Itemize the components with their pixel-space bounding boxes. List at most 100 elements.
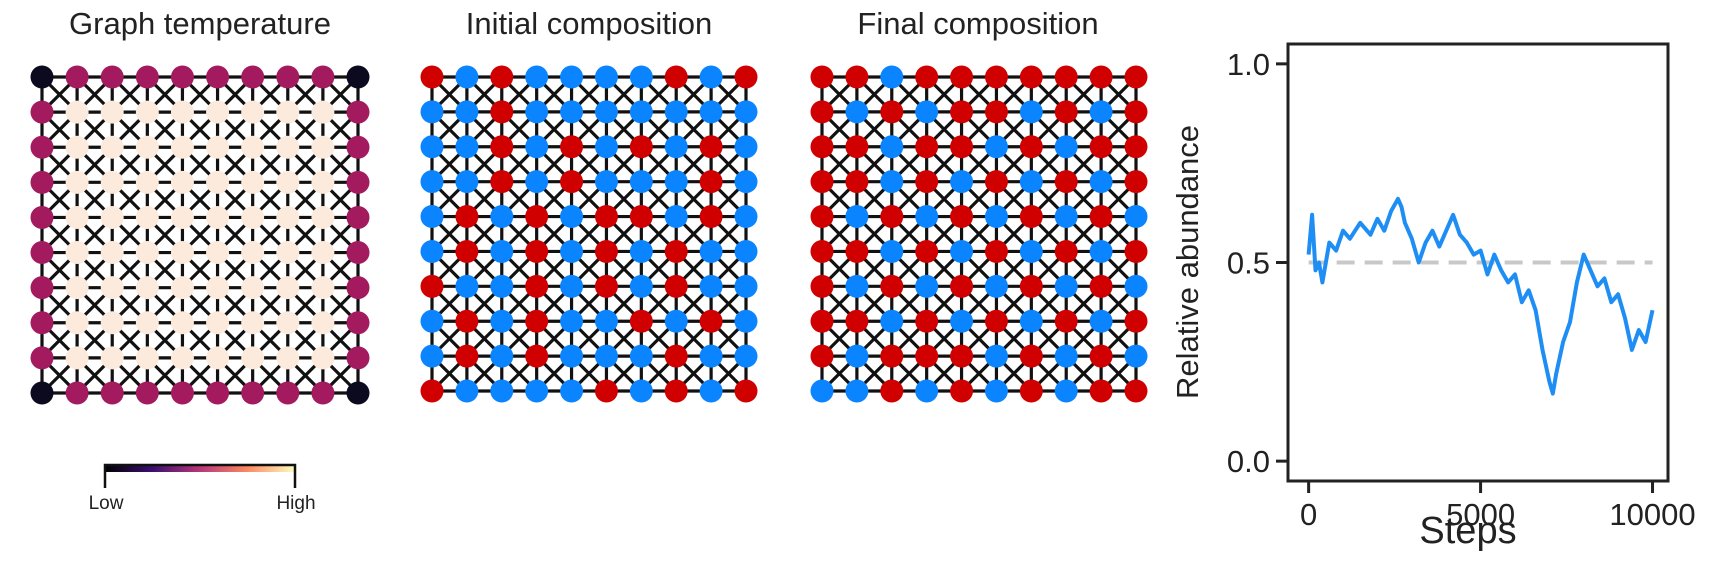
graph-node [915,239,939,263]
graph-node [560,135,584,159]
graph-node [206,65,230,89]
graph-node [880,135,904,159]
graph-node [629,379,653,403]
graph-node [1124,274,1148,298]
graph-node [170,170,194,194]
graph-node [276,100,300,124]
graph-node [490,65,514,89]
x-axis-label: Steps [1419,510,1516,552]
graph-node [241,276,265,300]
graph-node [206,311,230,335]
graph-node [1019,100,1043,124]
graph-node [65,381,89,405]
graph-node [845,274,869,298]
graph-node [135,135,159,159]
graph-node [490,170,514,194]
graph-node [845,135,869,159]
graph-node [346,381,370,405]
graph-node [170,65,194,89]
graph-node [1124,344,1148,368]
graph-node [65,346,89,370]
graph-node [845,309,869,333]
graph-node [664,379,688,403]
graph-node [100,65,124,89]
graph-node [984,309,1008,333]
graph-node [950,170,974,194]
graph-node [845,379,869,403]
graph-node [950,135,974,159]
graph-node [1019,65,1043,89]
graph-node [30,381,54,405]
graph-node [950,100,974,124]
graph-node [100,346,124,370]
graph-node [1124,65,1148,89]
graph-node [135,241,159,265]
graph-edges [430,75,748,393]
graph-node [135,100,159,124]
graph-nodes [420,65,758,403]
graph-node [420,274,444,298]
graph-node [311,241,335,265]
graph-node [810,65,834,89]
graph-node [455,344,479,368]
graph-node [311,381,335,405]
graph-node [206,346,230,370]
colorbar-high-label: High [276,493,315,514]
graph-node [276,311,300,335]
graph-node [845,239,869,263]
graph-nodes [810,65,1148,403]
graph-node [734,100,758,124]
graph-node [346,205,370,229]
graph-node [30,346,54,370]
graph-node [880,170,904,194]
graph-node [699,205,723,229]
graph-node [525,379,549,403]
graph-node [100,311,124,335]
graph-node [1089,205,1113,229]
graph-node [490,100,514,124]
temperature-colorbar: Low High [89,463,316,514]
graph-node [664,100,688,124]
graph-node [311,100,335,124]
graph-node [65,170,89,194]
graph-node [810,100,834,124]
graph-node [1054,65,1078,89]
graph-node [984,170,1008,194]
graph-node [276,241,300,265]
graph-node [950,239,974,263]
graph-node [241,135,265,159]
graph-node [915,100,939,124]
graph-node [455,100,479,124]
graph-node [455,274,479,298]
graph-node [734,239,758,263]
graph-node [810,170,834,194]
graph-node [560,309,584,333]
graph-node [241,381,265,405]
graph-node [206,205,230,229]
graph-node [1054,274,1078,298]
graph-node [984,274,1008,298]
graph-node [276,170,300,194]
graph-node [594,379,618,403]
graph-node [699,379,723,403]
y-tick-label: 1.0 [1227,47,1270,82]
graph-node [594,239,618,263]
graph-node [629,274,653,298]
graph-node [206,170,230,194]
graph-node [346,311,370,335]
temperature-panel-title: Graph temperature [69,6,331,41]
graph-node [206,381,230,405]
graph-node [629,344,653,368]
colorbar-frame [103,463,297,488]
graph-node [241,205,265,229]
y-axis-label: Relative abundance [1170,125,1205,399]
graph-node [490,309,514,333]
graph-node [1054,239,1078,263]
graph-node [629,239,653,263]
graph-edges [40,75,360,395]
graph-node [241,170,265,194]
graph-node [984,239,1008,263]
graph-node [1089,170,1113,194]
graph-node [65,135,89,159]
